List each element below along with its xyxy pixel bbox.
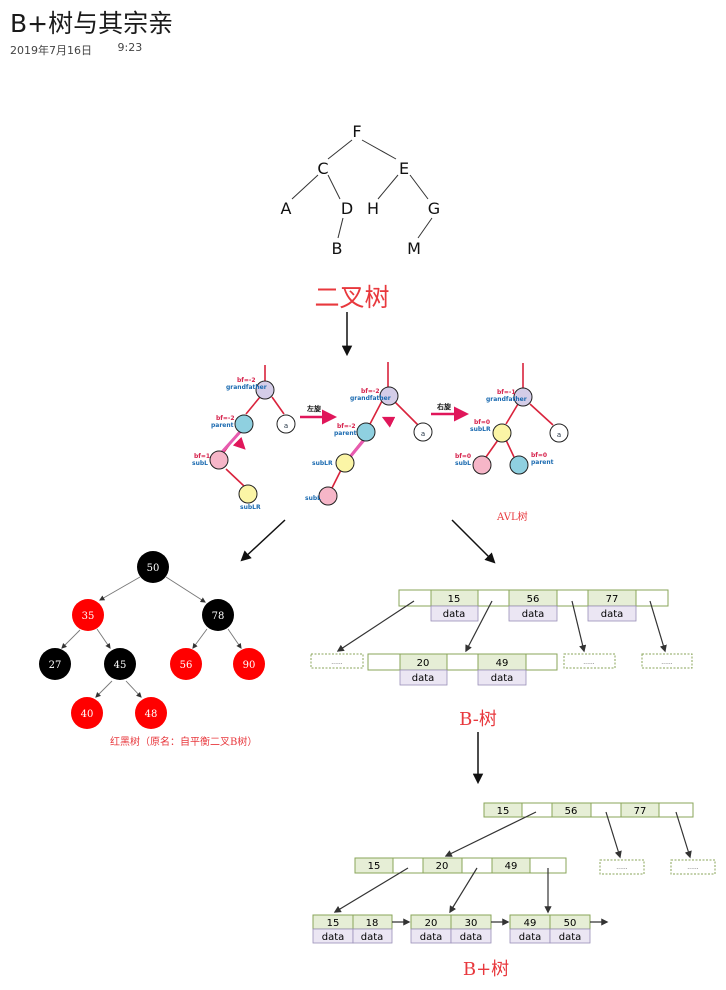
- bptree-mid-key-1: 15: [368, 861, 381, 872]
- rb-node-78: 78: [212, 611, 225, 622]
- btree-root-data-1: data: [443, 609, 466, 620]
- avl3-bf-p: bf=0: [531, 452, 547, 459]
- rb-node-48: 48: [145, 709, 158, 720]
- avl1-lr: subLR: [240, 504, 261, 511]
- bptree-mid-key-2: 20: [436, 861, 449, 872]
- rb-node-90: 90: [243, 660, 256, 671]
- avl1-p: parent: [211, 422, 234, 429]
- btree-ellipsis-2: ......: [583, 659, 595, 666]
- bt-node-f: F: [352, 122, 361, 141]
- btree-child-data-1: data: [412, 673, 435, 684]
- page-title: B+树与其宗亲: [10, 9, 174, 38]
- bt-node-a: A: [281, 199, 292, 218]
- binary-tree: [291, 139, 433, 239]
- bptree-mid-key-3: 49: [505, 861, 518, 872]
- avl3-bf-lr: bf=0: [474, 419, 490, 426]
- binary-tree-caption: 二叉树: [314, 283, 389, 312]
- bt-node-d: D: [341, 199, 353, 218]
- avl1-bf-s: bf=1: [194, 453, 210, 460]
- rb-tree-caption: 红黑树（原名：自平衡二叉B树）: [110, 735, 257, 748]
- page-meta: 2019年7月16日 9:23: [10, 41, 143, 58]
- avl3-lr: subLR: [470, 426, 491, 433]
- bptree-leaf2-key-1: 20: [425, 918, 438, 929]
- avl3-gf: grandfather: [486, 396, 527, 403]
- rb-node-50: 50: [147, 563, 160, 574]
- btree-root-key-1: 15: [448, 594, 461, 605]
- bt-node-g: G: [428, 199, 440, 218]
- avl1-s: subL: [192, 460, 208, 467]
- bptree-leaf2-key-2: 30: [465, 918, 478, 929]
- bptree-leaf1-key-1: 15: [327, 918, 340, 929]
- btree-root-key-2: 56: [527, 594, 540, 605]
- bptree-root-key-1: 15: [497, 806, 510, 817]
- avl2-bf-gf: bf=-2: [361, 388, 380, 395]
- arrow-to-rbtree: [240, 519, 286, 562]
- rb-node-56: 56: [180, 660, 193, 671]
- rotate-left-label: 左旋: [306, 404, 322, 413]
- bptree-root-key-2: 56: [565, 806, 578, 817]
- b-tree: 15 56 77 data data data 20 49 data data …: [310, 589, 693, 730]
- bptree-leaf1-data-1: data: [322, 932, 345, 943]
- bptree-leaf3-data-2: data: [559, 932, 582, 943]
- bplus-tree: 15 56 77 15 20 49 ...... ......: [312, 802, 716, 980]
- bt-node-m: M: [407, 239, 421, 258]
- bt-node-c: C: [317, 159, 328, 178]
- avl2-bf-p: bf=-2: [337, 423, 356, 430]
- bptree-leaf2-data-2: data: [460, 932, 483, 943]
- bptree-ellipsis-2: ......: [687, 864, 699, 871]
- avl3-node-a: a: [557, 431, 561, 439]
- avl1-node-a: a: [284, 422, 288, 430]
- bplus-tree-caption: B+树: [463, 959, 509, 980]
- avl2-p: parent: [334, 430, 357, 437]
- avl2-gf: grandfather: [350, 395, 391, 402]
- arrow-to-btree: [451, 519, 496, 564]
- avl-caption: AVL树: [496, 510, 528, 523]
- bt-node-h: H: [367, 199, 379, 218]
- btree-root-data-2: data: [522, 609, 545, 620]
- bptree-ellipsis-1: ......: [616, 864, 628, 871]
- bptree-leaf1-key-2: 18: [366, 918, 379, 929]
- avl3-bf-gf: bf=-1: [497, 389, 516, 396]
- btree-caption: B-树: [459, 709, 497, 730]
- bt-node-e: E: [399, 159, 409, 178]
- btree-ellipsis-3: ......: [661, 659, 673, 666]
- btree-ellipsis-1: ......: [331, 659, 343, 666]
- btree-child-key-2: 49: [496, 658, 509, 669]
- bptree-leaf3-data-1: data: [519, 932, 542, 943]
- bptree-leaf2-data-1: data: [420, 932, 443, 943]
- avl2-lr: subLR: [312, 460, 333, 467]
- rb-node-40: 40: [81, 709, 94, 720]
- avl-figure: a bf=-2 grandfather bf=-2 parent bf=1 su…: [192, 362, 569, 523]
- rb-node-35: 35: [82, 611, 95, 622]
- post-time: 9:23: [117, 41, 143, 54]
- bptree-leaf3-key-1: 49: [524, 918, 537, 929]
- avl1-gf: grandfather: [226, 384, 267, 391]
- btree-root-data-3: data: [601, 609, 624, 620]
- bptree-root-key-3: 77: [634, 806, 647, 817]
- avl3-p: parent: [531, 459, 554, 466]
- btree-root-key-3: 77: [606, 594, 619, 605]
- post-date: 2019年7月16日: [10, 44, 92, 57]
- bt-node-b: B: [332, 239, 343, 258]
- btree-child-key-1: 20: [417, 658, 430, 669]
- avl2-node-a: a: [421, 430, 425, 438]
- red-black-tree: 50 35 78 27 45 56 90 40 48 红黑树（原名：自平衡二叉B…: [39, 551, 265, 748]
- avl3-s: subL: [455, 460, 471, 467]
- bptree-leaf3-key-2: 50: [564, 918, 577, 929]
- avl2-s: subL: [305, 495, 321, 502]
- btree-child-data-2: data: [491, 673, 514, 684]
- bptree-leaf1-data-2: data: [361, 932, 384, 943]
- avl1-bf-p: bf=-2: [216, 415, 235, 422]
- avl1-bf-gf: bf=-2: [237, 377, 256, 384]
- rb-node-27: 27: [49, 660, 62, 671]
- rotate-right-label: 右旋: [436, 402, 452, 411]
- avl3-bf-s: bf=0: [455, 453, 471, 460]
- rb-node-45: 45: [114, 660, 127, 671]
